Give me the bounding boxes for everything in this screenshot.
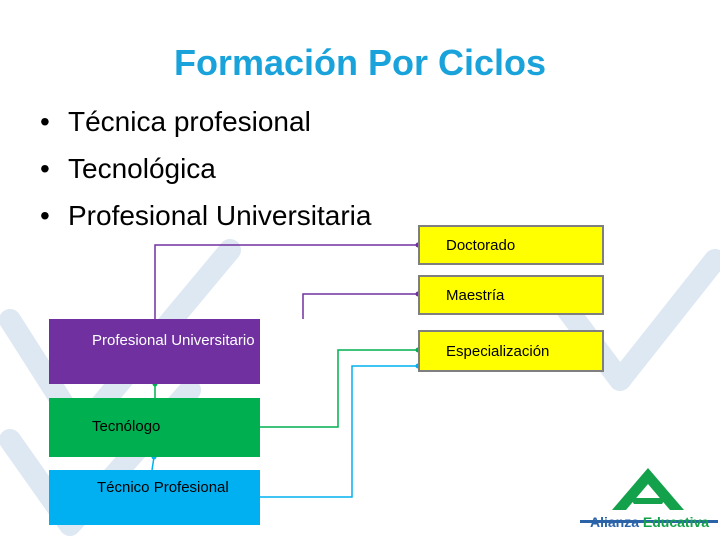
postgrad-especializacion: Especialización	[418, 330, 604, 372]
logo-word-educativa: Educativa	[642, 514, 710, 530]
bullet-item: • Tecnológica	[40, 145, 371, 192]
bullet-text: Tecnológica	[68, 153, 216, 184]
bullet-dot-icon: •	[40, 106, 50, 137]
postgrad-doctorado: Doctorado	[418, 225, 604, 265]
slide-title: Formación Por Ciclos	[173, 42, 547, 83]
logo-text: Alianza Educativa	[590, 514, 709, 530]
logo-word-alianza: Alianza	[590, 514, 640, 530]
bullet-text: Técnica profesional	[68, 106, 311, 137]
bullet-dot-icon: •	[40, 200, 50, 231]
postgrad-label: Maestría	[446, 286, 505, 304]
postgrad-maestria: Maestría	[418, 275, 604, 315]
level-label: Tecnólogo	[92, 418, 161, 435]
bullet-item: • Técnica profesional	[40, 98, 371, 145]
level-tecnico-profesional: Técnico Profesional	[49, 470, 260, 525]
postgrad-label: Doctorado	[446, 236, 516, 254]
level-profesional-universitario: Profesional Universitario	[49, 319, 260, 384]
bullet-text: Profesional Universitaria	[68, 200, 372, 231]
level-label: Profesional Universitario	[92, 332, 255, 349]
level-label: Técnico Profesional	[97, 479, 229, 496]
bullet-dot-icon: •	[40, 153, 50, 184]
level-tecnologo: Tecnólogo	[49, 398, 260, 457]
bullet-item: • Profesional Universitaria	[40, 192, 371, 239]
bullet-list: • Técnica profesional • Tecnológica • Profe…	[40, 98, 371, 239]
postgrad-label: Especialización	[446, 342, 550, 360]
